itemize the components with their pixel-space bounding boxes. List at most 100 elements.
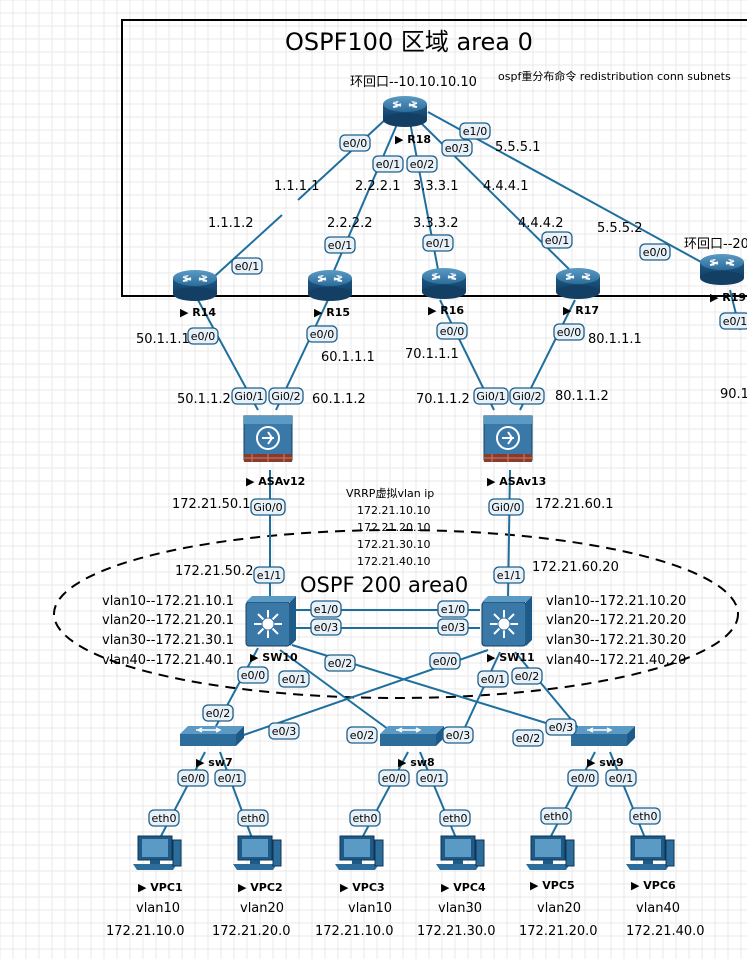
- interface-sw10-e00: e0/0: [237, 666, 269, 684]
- interface-r18-e03: e0/3: [441, 139, 473, 157]
- interface-asa12-gi01: Gi0/1: [231, 387, 267, 405]
- ip-labels: 1.1.1.1 1.1.1.2 2.2.2.1 2.2.2.2 3.3.3.1 …: [136, 140, 747, 579]
- switch-sw9[interactable]: [570, 725, 636, 747]
- link-sw11-sw9: [514, 651, 581, 731]
- l3switch-sw10[interactable]: [245, 595, 297, 647]
- sw10-svi-labels: vlan10--172.21.10.1 vlan20--172.21.20.1 …: [102, 594, 234, 668]
- switch-sw7[interactable]: [179, 725, 245, 747]
- svg-text:e0/1: e0/1: [218, 772, 242, 785]
- l3switch-sw11[interactable]: [481, 595, 533, 647]
- interface-vpc4-eth0: eth0: [439, 809, 471, 827]
- svg-text:e0/2: e0/2: [410, 158, 434, 171]
- svg-text:e0/0: e0/0: [191, 330, 215, 343]
- svg-text:e1/1: e1/1: [497, 569, 521, 582]
- vrrp-ip-vlan10: 172.21.10.10: [357, 504, 430, 517]
- ip-asa12-r15: 60.1.1.2: [312, 392, 366, 407]
- l3switch-sw11-name: ▶ SW11: [487, 651, 535, 664]
- ip-r16-r18: 3.3.3.2: [413, 216, 458, 231]
- interface-sw7-e03: e0/3: [268, 722, 300, 740]
- svg-text:e0/3: e0/3: [549, 721, 573, 734]
- interface-sw7-e02: e0/2: [202, 704, 234, 722]
- pc-vpc2-name: ▶ VPC2: [238, 881, 283, 894]
- pc-vpc6[interactable]: [625, 835, 675, 871]
- interface-sw7-e00: e0/0: [177, 769, 209, 787]
- link-sw11-sw8: [459, 651, 501, 739]
- switch-sw9-name: ▶ sw9: [587, 756, 624, 769]
- router-r15[interactable]: [307, 269, 353, 302]
- interface-r18-e10: e1/0: [459, 122, 491, 140]
- interface-vpc5-eth0: eth0: [540, 807, 572, 825]
- interface-r18-e00: e0/0: [339, 134, 371, 152]
- pc-vpc5[interactable]: [525, 835, 575, 871]
- router-r18[interactable]: [382, 95, 428, 128]
- interface-sw11-e02: e0/2: [511, 667, 543, 685]
- svg-text:e0/0: e0/0: [181, 772, 205, 785]
- interface-sw8-e03: e0/3: [442, 726, 474, 744]
- pc-vpc4[interactable]: [435, 835, 485, 871]
- svg-text:Gi0/1: Gi0/1: [476, 390, 505, 403]
- ip-r18-r14: 1.1.1.1: [274, 179, 319, 194]
- sw10-svi-vlan40: vlan40--172.21.40.1: [102, 653, 234, 668]
- interface-r18-e01: e0/1: [372, 155, 404, 173]
- svg-text:e0/0: e0/0: [343, 137, 367, 150]
- svg-text:e0/3: e0/3: [446, 729, 470, 742]
- pc-vpc2[interactable]: [232, 835, 282, 871]
- vpc5-vlan: vlan20: [537, 901, 581, 916]
- interface-sw10-e02: e0/2: [324, 654, 356, 672]
- svg-text:e0/0: e0/0: [643, 246, 667, 259]
- vrrp-ip-vlan40: 172.21.40.10: [357, 555, 430, 568]
- svg-text:Gi0/1: Gi0/1: [234, 390, 263, 403]
- pc-vpc3[interactable]: [334, 835, 384, 871]
- svg-text:e0/0: e0/0: [440, 325, 464, 338]
- ip-r14-asa: 50.1.1.1: [136, 332, 190, 347]
- svg-text:e0/1: e0/1: [282, 673, 306, 686]
- svg-text:e1/0: e1/0: [441, 603, 465, 616]
- svg-text:e0/1: e0/1: [420, 772, 444, 785]
- router-r14[interactable]: [172, 269, 218, 302]
- svg-text:eth0: eth0: [151, 812, 176, 825]
- pc-vpc1[interactable]: [132, 835, 182, 871]
- interface-asa12-gi02: Gi0/2: [268, 387, 304, 405]
- interface-sw7-e01: e0/1: [214, 769, 246, 787]
- firewall-asav13[interactable]: [483, 415, 533, 463]
- svg-text:e0/1: e0/1: [328, 239, 352, 252]
- svg-text:e0/3: e0/3: [441, 621, 465, 634]
- svg-text:eth0: eth0: [442, 812, 467, 825]
- svg-text:e0/0: e0/0: [241, 669, 265, 682]
- vpc4-vlan: vlan30: [438, 901, 482, 916]
- interface-sw11-e00: e0/0: [429, 652, 461, 670]
- interface-sw10-e03: e0/3: [310, 618, 342, 636]
- link-r18-r15: [329, 121, 399, 281]
- pc-vpc1-name: ▶ VPC1: [138, 881, 183, 894]
- r18-loopback-label: 环回口--10.10.10.10: [350, 75, 477, 90]
- switch-sw8[interactable]: [379, 725, 445, 747]
- svg-text:e0/0: e0/0: [433, 655, 457, 668]
- interface-sw11-e01: e0/1: [477, 670, 509, 688]
- link-r18-r14-lower: [204, 214, 283, 286]
- ip-r15-asa: 60.1.1.1: [321, 350, 375, 365]
- router-r17-name: ▶ R17: [563, 304, 599, 317]
- interface-sw11-e10: e1/0: [437, 600, 469, 618]
- interface-sw8-e01: e0/1: [416, 769, 448, 787]
- firewall-asav12[interactable]: [243, 415, 293, 463]
- r19-loopback-label: 环回口--20: [684, 237, 747, 252]
- svg-text:e0/2: e0/2: [515, 670, 539, 683]
- svg-text:Gi0/0: Gi0/0: [491, 501, 520, 514]
- svg-text:e1/1: e1/1: [257, 569, 281, 582]
- sw11-svi-labels: vlan10--172.21.10.20 vlan20--172.21.20.2…: [546, 594, 686, 668]
- svg-text:e0/1: e0/1: [545, 234, 569, 247]
- svg-text:e0/2: e0/2: [206, 707, 230, 720]
- router-r17[interactable]: [555, 267, 601, 300]
- router-r19[interactable]: [699, 253, 745, 286]
- interface-sw11-e03: e0/3: [437, 618, 469, 636]
- interface-r17-e00: e0/0: [553, 323, 585, 341]
- ip-r18-r15: 2.2.2.1: [355, 179, 400, 194]
- interface-sw10-e10: e1/0: [310, 600, 342, 618]
- svg-text:e0/0: e0/0: [310, 328, 334, 341]
- redistribution-note: ospf重分布命令 redistribution conn subnets: [498, 69, 731, 83]
- link-r18-r14-upper: [297, 117, 388, 201]
- interface-r19-e01: e0/1: [719, 312, 747, 330]
- ip-asa13-r17: 80.1.1.2: [555, 389, 609, 404]
- router-r16[interactable]: [421, 267, 467, 300]
- svg-text:e0/2: e0/2: [516, 732, 540, 745]
